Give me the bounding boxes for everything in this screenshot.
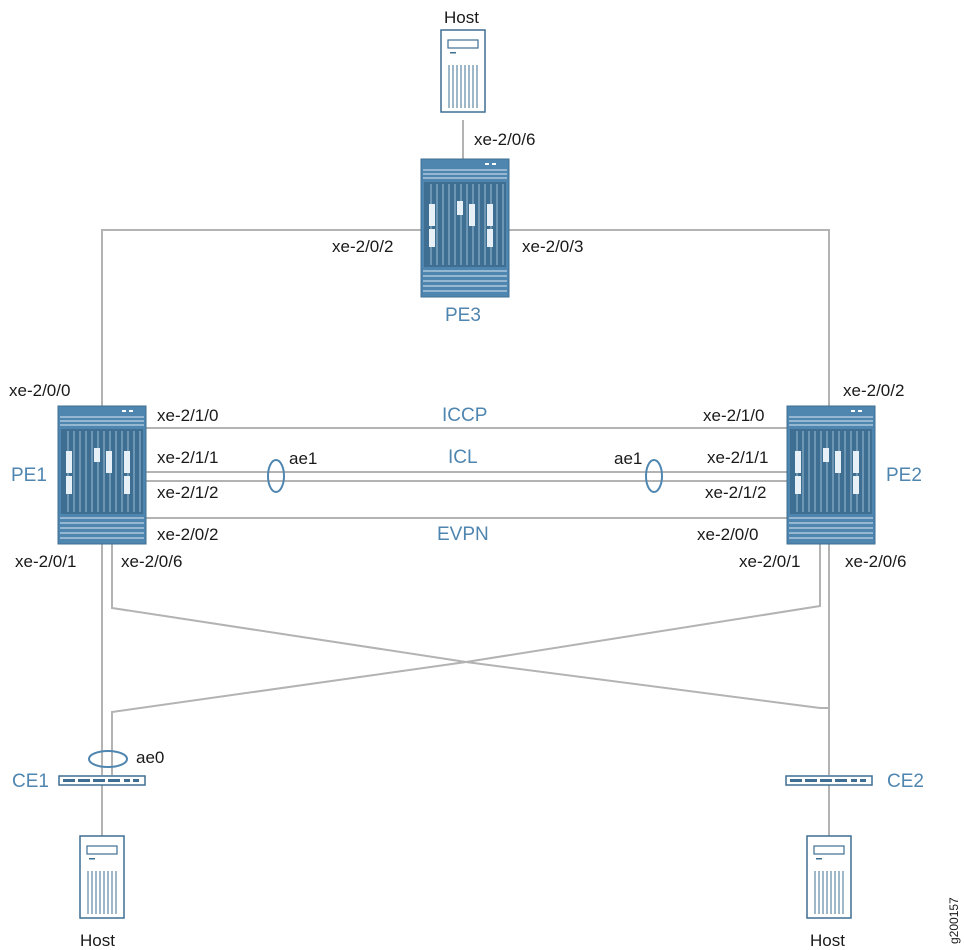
link-pe3-pe1 (102, 230, 421, 406)
pe1-iccp-interface: xe-2/1/0 (157, 407, 218, 424)
bottom-left-host-label: Host (80, 932, 115, 949)
ae0-ce1-bundle-icon (89, 751, 127, 767)
bottom-left-host-icon (80, 836, 124, 918)
pe1-router-icon (58, 406, 146, 544)
pe2-router-icon (787, 406, 875, 544)
ce2-switch-icon (786, 776, 872, 785)
pe2-ae1-label: ae1 (614, 450, 642, 467)
ce1-switch-icon (59, 776, 145, 785)
top-host-label: Host (444, 9, 479, 26)
pe1-ce2-interface: xe-2/0/6 (121, 553, 182, 570)
pe3-right-interface: xe-2/0/3 (522, 238, 583, 255)
pe1-icl1-interface: xe-2/1/1 (157, 449, 218, 466)
pe2-top-interface: xe-2/0/2 (843, 382, 904, 399)
pe1-label: PE1 (11, 466, 47, 485)
pe2-evpn-interface: xe-2/0/0 (697, 526, 758, 543)
ce1-label: CE1 (12, 772, 49, 791)
pe2-icl2-interface: xe-2/1/2 (705, 484, 766, 501)
pe3-label: PE3 (445, 306, 481, 325)
pe1-evpn-interface: xe-2/0/2 (157, 526, 218, 543)
ae1-pe1-bundle-icon (268, 460, 284, 492)
link-pe1-ce2 (112, 544, 829, 775)
pe2-label: PE2 (886, 466, 922, 485)
ae1-pe2-bundle-icon (646, 460, 662, 492)
link-pe3-pe2 (509, 230, 829, 406)
pe1-ae1-label: ae1 (289, 450, 317, 467)
iccp-link-label: ICCP (442, 406, 487, 425)
pe1-ce1-interface: xe-2/0/1 (15, 553, 76, 570)
icl-link-label: ICL (448, 448, 478, 467)
pe3-router-icon (421, 159, 509, 297)
pe2-icl1-interface: xe-2/1/1 (707, 449, 768, 466)
pe2-ce2-interface: xe-2/0/6 (845, 553, 906, 570)
pe3-left-interface: xe-2/0/2 (332, 238, 393, 255)
ce1-ae0-label: ae0 (136, 749, 164, 766)
link-pe2-ce1 (112, 544, 820, 775)
pe1-icl2-interface: xe-2/1/2 (157, 484, 218, 501)
bottom-right-host-label: Host (810, 932, 845, 949)
bottom-right-host-icon (807, 836, 851, 918)
pe2-ce1-interface: xe-2/0/1 (739, 553, 800, 570)
top-host-icon (441, 30, 485, 112)
pe2-iccp-interface: xe-2/1/0 (703, 407, 764, 424)
pe1-top-interface: xe-2/0/0 (9, 382, 70, 399)
ce2-label: CE2 (887, 772, 924, 791)
figure-id: g200157 (947, 897, 961, 944)
evpn-link-label: EVPN (437, 525, 489, 544)
pe3-host-interface: xe-2/0/6 (474, 131, 535, 148)
